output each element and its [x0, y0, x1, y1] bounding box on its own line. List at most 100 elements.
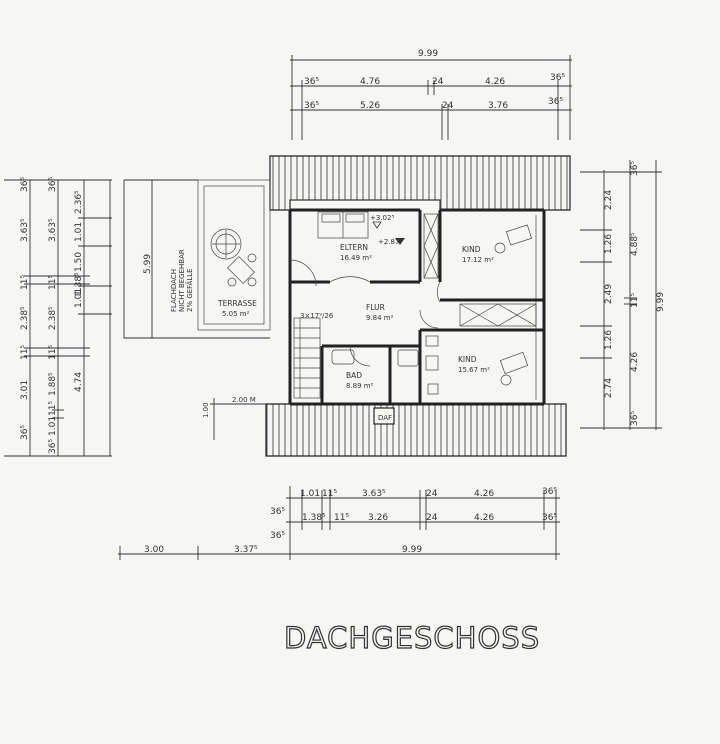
- dim-left1-g: 36⁵: [20, 425, 30, 440]
- dim-left1-f: 3.01: [20, 380, 30, 400]
- dim-right-total: 9.99: [656, 292, 666, 312]
- dim-left3-b: 1.01: [74, 222, 84, 242]
- room-area-flur: 9.84 m²: [366, 314, 394, 322]
- plan-title: DACHGESCHOSS: [284, 621, 540, 655]
- room-name-terrasse: TERRASSE: [217, 299, 257, 308]
- terrace: [123, 179, 271, 339]
- flachdach-label-2: NICHT BEGEHBAR: [178, 249, 186, 312]
- dim-top-r1-c: 24: [432, 77, 444, 87]
- roof-hatch: [373, 407, 395, 425]
- flachdach-label-3: 2% GEFÄLLE: [185, 268, 194, 312]
- dim-left2-b: 3.63⁵: [48, 218, 58, 242]
- dim-left2-a: 36⁵: [48, 177, 58, 192]
- room-name-bad: BAD: [346, 371, 362, 380]
- dim-top-r1-e: 36⁵: [550, 73, 565, 83]
- dim-left3-a: 2.36⁵: [74, 190, 84, 214]
- room-area-terrasse: 5.05 m²: [222, 310, 250, 318]
- dim-left3-c: 1.50: [74, 252, 84, 272]
- two-m-label: 2.00 M: [232, 396, 256, 404]
- room-name-kind-top: KIND: [462, 245, 481, 254]
- top-dimensions: 9.99 36⁵ 4.76 24 4.26 36⁵ 36⁵ 5.26 24 3.…: [290, 49, 572, 140]
- dim-top-r1-d: 4.26: [485, 77, 505, 87]
- dim-right2-b: 4.88⁵: [630, 232, 640, 256]
- room-area-eltern: 16.49 m²: [340, 254, 372, 262]
- dim-bot2-a: 36⁵: [270, 507, 285, 517]
- dim-top-r1-b: 4.76: [360, 77, 380, 87]
- height-label-1: +3.02⁵: [370, 214, 394, 222]
- dim-bot1-d: 24: [426, 489, 438, 499]
- dim-left2-i: 36⁵: [48, 439, 58, 454]
- terrace-labels: 5.99 FLACHDACH NICHT BEGEHBAR 2% GEFÄLLE: [143, 180, 194, 338]
- dim-bot1-b: 11⁵: [322, 489, 337, 499]
- dim-left2-c: 11⁵: [48, 275, 58, 290]
- stairs-label: 3×17⁹/26: [300, 312, 334, 320]
- dim-bot3-c: 9.99: [402, 545, 422, 555]
- terrace-width: 5.99: [143, 254, 153, 274]
- dim-bot2-f: 4.26: [474, 513, 494, 523]
- bottom-dimensions: 1.01 11⁵ 3.63⁵ 24 4.26 36⁵ 36⁵ 1.38⁵ 11⁵…: [118, 486, 560, 560]
- dim-left2-g: 11⁵: [48, 401, 58, 416]
- room-name-kind-bottom: KIND: [458, 355, 477, 364]
- wardrobe-eltern: [423, 213, 439, 279]
- dim-right1-c: 2.49: [604, 284, 614, 304]
- room-name-flur: FLUR: [366, 303, 385, 312]
- roof-top: [269, 155, 571, 211]
- dim-right2-d: 4.26: [630, 352, 640, 372]
- dim-bot-36: 36⁵: [270, 531, 285, 541]
- dim-bot1-a: 1.01: [300, 489, 320, 499]
- dim-top-r2-c: 24: [442, 101, 454, 111]
- dim-left1-b: 3.63⁵: [20, 218, 30, 242]
- flachdach-label-1: FLACHDACH: [170, 269, 178, 312]
- dim-bot2-c: 11⁵: [334, 513, 349, 523]
- inner-walls: [290, 210, 544, 404]
- left-dimensions: 36⁵ 3.63⁵ 11⁵ 2.38⁵ 11⁵ 3.01 36⁵ 36⁵ 3.6…: [4, 177, 112, 457]
- dim-bot2-g: 36⁵: [542, 513, 557, 523]
- dim-left3-e: 1.38⁵: [74, 272, 84, 296]
- dim-bot2-b: 1.38⁵: [302, 513, 326, 523]
- room-labels: ELTERN 16.49 m² KIND 17.12 m² FLUR 9.84 …: [217, 214, 494, 422]
- level-marker: 2.00 M 1.00: [202, 396, 266, 440]
- dim-left2-d: 2.38⁵: [48, 306, 58, 330]
- desk-top: [494, 224, 533, 254]
- dim-top-total: 9.99: [418, 49, 438, 59]
- dim-right1-a: 2.24: [604, 190, 614, 210]
- dim-bot1-c: 3.63⁵: [362, 489, 386, 499]
- dim-bot3-a: 3.00: [144, 545, 164, 555]
- dim-left2-e: 11⁵: [48, 345, 58, 360]
- dim-top-r2-e: 36⁵: [548, 97, 563, 107]
- stairs: [293, 317, 321, 399]
- dim-top-r1-a: 36⁵: [304, 77, 319, 87]
- height-label-2: +2.87⁵: [378, 238, 402, 246]
- dim-right1-d: 1.26: [604, 330, 614, 350]
- dim-top-r2-b: 5.26: [360, 101, 380, 111]
- roof-hatch-label: DAF: [378, 414, 392, 422]
- room-name-eltern: ELTERN: [340, 243, 368, 252]
- dim-top-r2-a: 36⁵: [304, 101, 319, 111]
- dim-top-r2-d: 3.76: [488, 101, 508, 111]
- doors: [289, 259, 441, 367]
- dim-left1-e: 11⁵: [20, 345, 30, 360]
- dim-left2-f: 1.88⁵: [48, 372, 58, 396]
- bed: [317, 211, 369, 239]
- right-dimensions: 2.24 1.26 2.49 1.26 2.74 36⁵ 4.88⁵ 11⁵ 4…: [580, 160, 666, 430]
- room-area-bad: 8.89 m²: [346, 382, 374, 390]
- dim-bot1-f: 36⁵: [542, 487, 557, 497]
- dim-right2-e: 36⁵: [630, 411, 640, 426]
- dim-left1-c: 11⁵: [20, 275, 30, 290]
- dim-left1-d: 2.38⁵: [20, 306, 30, 330]
- bath-fixtures: [331, 335, 439, 395]
- dim-right2-c: 11⁵: [630, 293, 640, 308]
- height-markers: [372, 221, 405, 245]
- dim-left3-f: 4.74: [74, 372, 84, 392]
- dim-bot3-b: 3.37⁵: [234, 545, 258, 555]
- dim-left2-h: 1.01: [48, 416, 58, 436]
- roof-bottom: [265, 403, 567, 457]
- dim-bot2-e: 24: [426, 513, 438, 523]
- room-area-kind-top: 17.12 m²: [462, 256, 494, 264]
- dim-left3-d: 1.01: [74, 288, 84, 308]
- dim-bot2-d: 3.26: [368, 513, 388, 523]
- room-area-kind-bottom: 15.67 m²: [458, 366, 490, 374]
- dim-right2-a: 36⁵: [630, 161, 640, 176]
- one-m-label: 1.00: [202, 402, 210, 418]
